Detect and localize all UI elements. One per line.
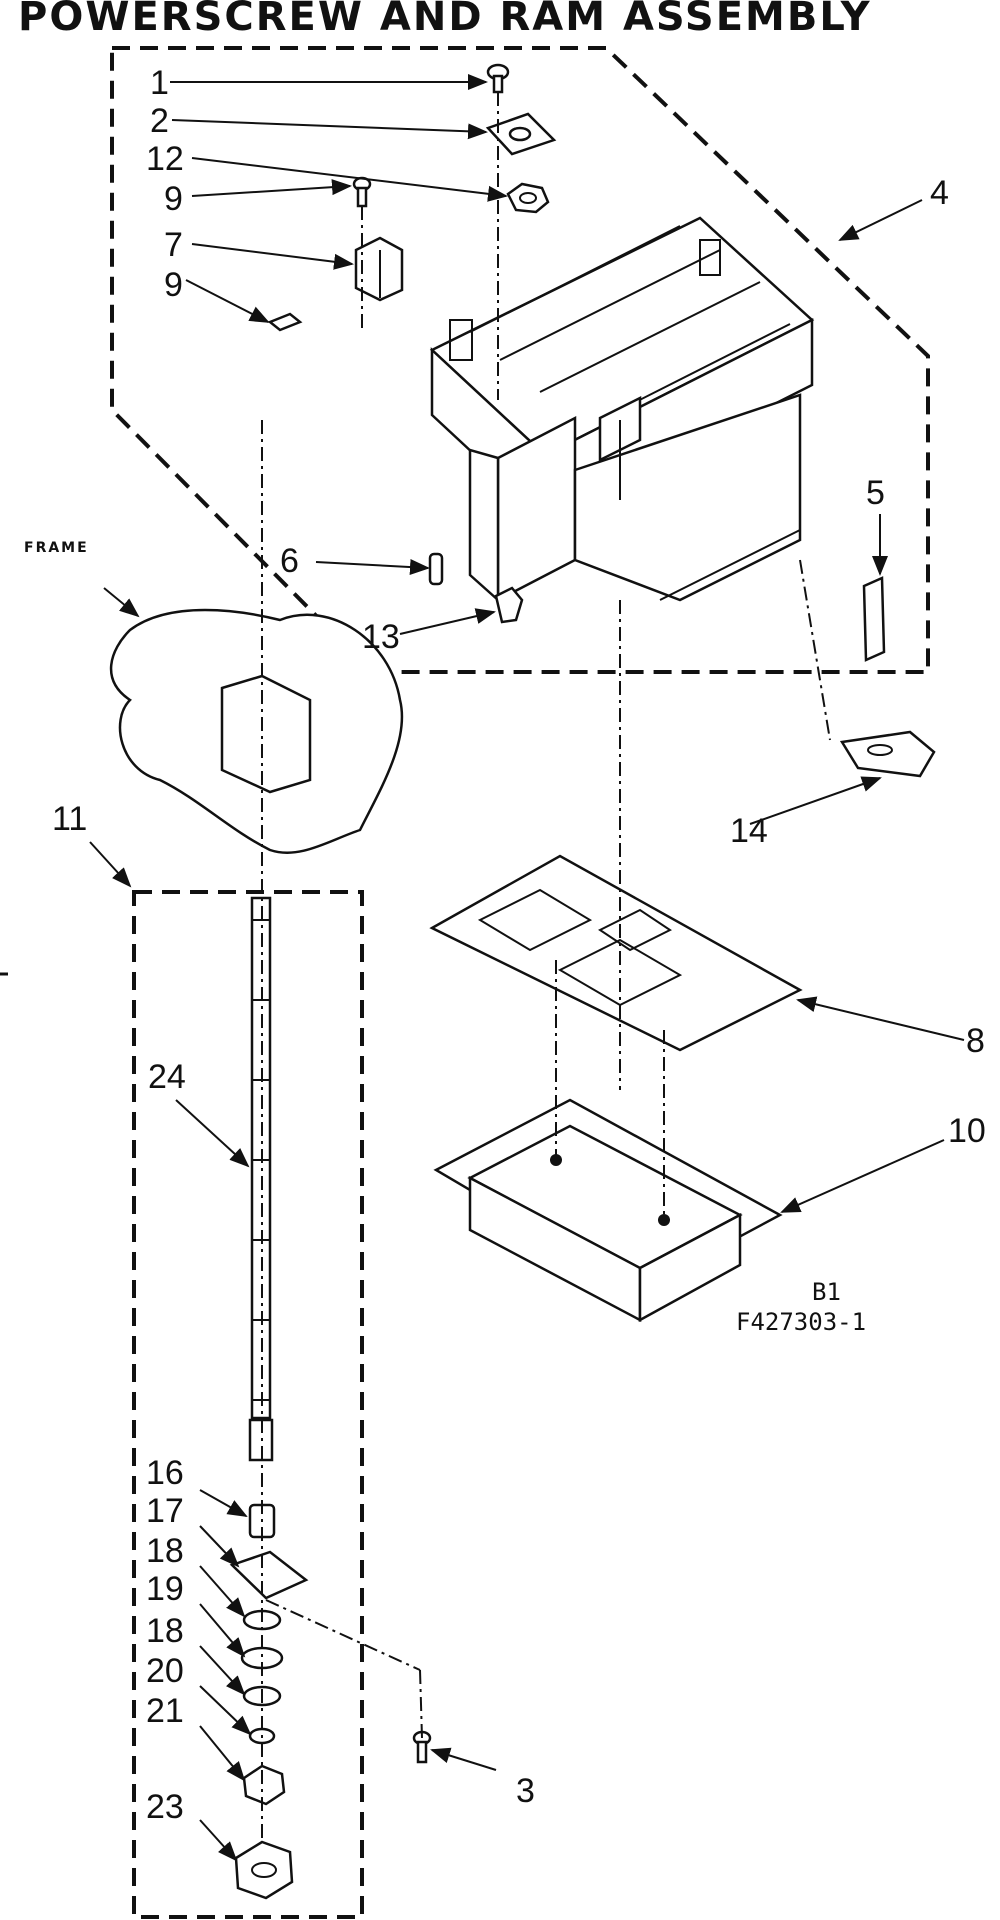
callout-17: 17	[146, 1492, 184, 1530]
callout-16: 16	[146, 1454, 184, 1492]
callout-4: 4	[930, 174, 949, 212]
callout-5: 5	[866, 474, 885, 512]
screw-9-lower	[267, 312, 303, 332]
strip-5	[862, 576, 886, 662]
ram-box	[429, 216, 815, 603]
callout-2: 2	[150, 102, 169, 140]
callout-9-lower: 9	[164, 266, 183, 304]
tray-10	[433, 1098, 783, 1323]
callout-10: 10	[948, 1112, 986, 1150]
nut-12	[506, 182, 550, 214]
frame	[110, 608, 404, 854]
nut-21	[242, 1764, 286, 1806]
callout-20: 20	[146, 1652, 184, 1690]
nut-23	[234, 1840, 294, 1900]
bracket-7	[354, 236, 404, 302]
callout-19: 19	[146, 1570, 184, 1608]
callout-14: 14	[730, 812, 768, 850]
callout-12: 12	[146, 140, 184, 178]
clip-13	[494, 586, 524, 624]
callout-13: 13	[362, 618, 400, 656]
callout-6: 6	[280, 542, 299, 580]
drawing-code: B1	[812, 1278, 841, 1306]
drawing-number: F427303-1	[736, 1308, 866, 1336]
powerscrew-assembly-boundary	[132, 890, 364, 1919]
diagram-title: POWERSCREW AND RAM ASSEMBLY	[18, 0, 872, 40]
screw-9-upper	[352, 176, 372, 208]
callout-21: 21	[146, 1692, 184, 1730]
gasket-8	[429, 854, 803, 1052]
callout-24: 24	[148, 1058, 186, 1096]
plate-17	[229, 1550, 309, 1600]
ram-assembly-boundary	[110, 46, 930, 674]
callout-1: 1	[150, 64, 169, 102]
screw-1	[486, 63, 510, 94]
callout-9-upper: 9	[164, 180, 183, 218]
callout-3: 3	[516, 1772, 535, 1810]
clip-6	[428, 552, 444, 586]
callout-23: 23	[146, 1788, 184, 1826]
latch-14	[839, 730, 936, 778]
bracket-2	[485, 112, 557, 156]
screw-3	[412, 1730, 432, 1764]
callout-7: 7	[164, 226, 183, 264]
frame-label: FRAME	[24, 540, 89, 556]
callout-11: 11	[52, 800, 87, 838]
callout-18-lower: 18	[146, 1612, 184, 1650]
callout-8: 8	[966, 1022, 985, 1060]
callout-18-upper: 18	[146, 1532, 184, 1570]
